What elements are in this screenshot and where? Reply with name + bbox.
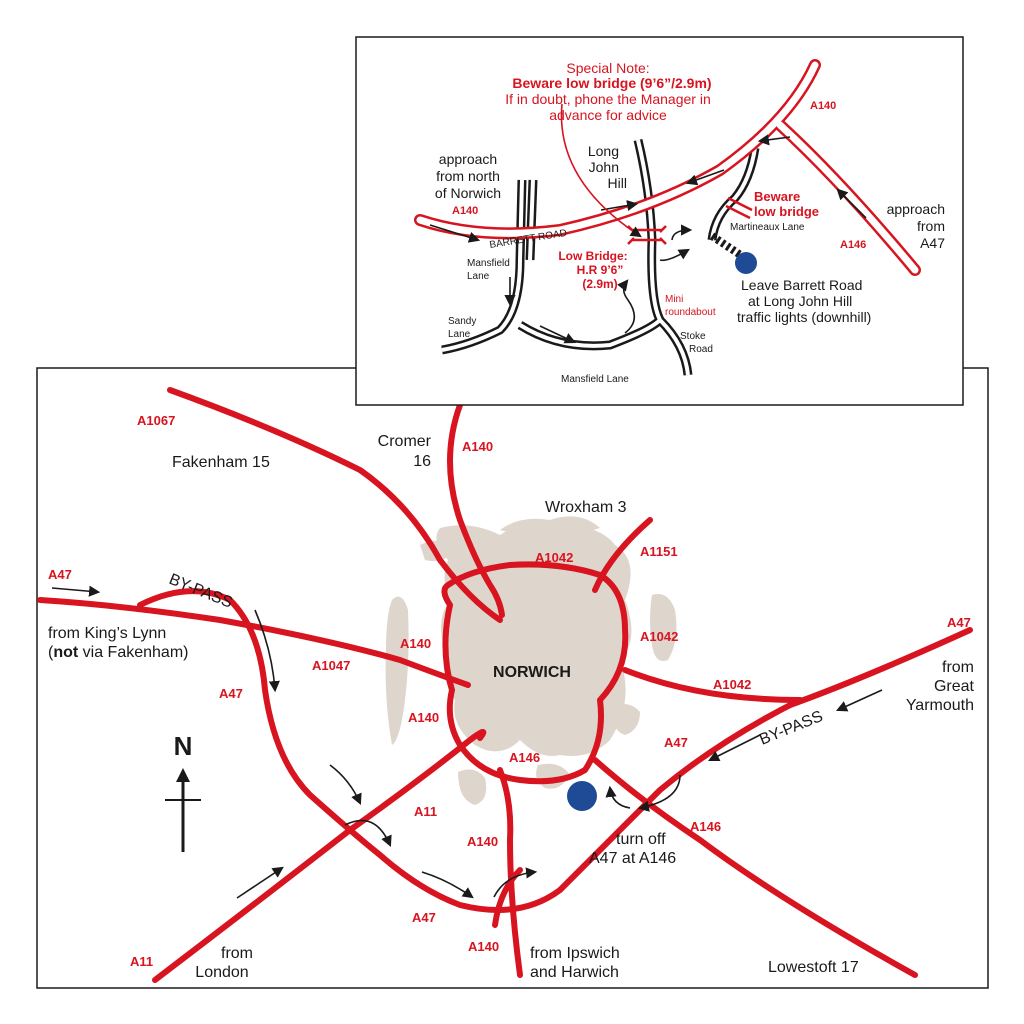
inset-red-labels: Special Note: Beware low bridge (9’6”/2.… (452, 60, 866, 318)
turn-off-label-2: A47 at A146 (589, 850, 676, 867)
road-a1042-east (622, 667, 803, 703)
road-label-a140-south: A140 (467, 834, 498, 849)
kings-lynn-label-2: (not via Fakenham) (48, 644, 188, 661)
special-note-line-3: If in doubt, phone the Manager in (505, 91, 710, 107)
leave-note-line-3: traffic lights (downhill) (737, 309, 871, 325)
road-label-a47-south: A47 (412, 910, 436, 925)
inset-direction-arrows (429, 103, 867, 344)
road-a1047 (37, 597, 471, 688)
ipswich-label-2: and Harwich (530, 964, 619, 981)
road-a1151 (592, 517, 653, 593)
beware-bridge-line-1: Beware (754, 189, 800, 204)
yarmouth-label-3: Yarmouth (906, 697, 974, 714)
road-label-a1067: A1067 (137, 413, 175, 428)
road-a47-east (787, 627, 973, 708)
turn-off-label-1: turn off (616, 831, 666, 848)
road-label-a1042-southeast: A1042 (713, 677, 751, 692)
ipswich-label-1: from Ipswich (530, 945, 620, 962)
cromer-label: Cromer (378, 433, 432, 450)
road-label-a1047: A1047 (312, 658, 350, 673)
approach-a47-line-3: A47 (920, 235, 945, 251)
road-label-a47-east: A47 (947, 615, 971, 630)
north-arrow: N (165, 731, 201, 852)
mini-roundabout-2: roundabout (665, 307, 716, 318)
inset-road-label-a140-northeast: A140 (810, 100, 836, 112)
mansfield-lane-bottom: Mansfield Lane (561, 374, 629, 385)
north-label: N (174, 731, 193, 761)
road-a140-north (447, 402, 505, 618)
yarmouth-label-1: from (942, 659, 974, 676)
road-a47-junction (492, 867, 523, 928)
sandy-lane-2: Lane (448, 329, 471, 340)
wroxham-label: Wroxham 3 (545, 499, 627, 516)
bypass-west (137, 588, 803, 913)
main-road-labels: A1067 A140 A47 A1047 A47 A140 A140 A1042… (48, 413, 971, 969)
special-note-line-2: Beware low bridge (9’6”/2.9m) (512, 75, 711, 91)
special-note-line-1: Special Note: (566, 60, 649, 76)
long-john-hill-line-1: Long (588, 143, 619, 159)
main-roads (37, 387, 973, 983)
road-label-a1042-east: A1042 (640, 629, 678, 644)
mansfield-lane-vertical-2: Lane (467, 271, 490, 282)
inset-road-label-a146: A146 (840, 239, 866, 251)
approach-a47-line-2: from (917, 218, 945, 234)
road-label-a47-west: A47 (48, 567, 72, 582)
stoke-road-2: Road (689, 344, 713, 355)
fakenham-label: Fakenham 15 (172, 454, 270, 471)
sandy-lane-1: Sandy (448, 316, 476, 327)
long-john-hill-line-2: John (589, 159, 619, 175)
road-label-a1151: A1151 (640, 544, 678, 559)
kings-lynn-label-1: from King’s Lynn (48, 625, 166, 642)
lowestoft-label: Lowestoft 17 (768, 959, 859, 976)
inset-local-roads (441, 138, 760, 376)
inset-road-label-a140-west: A140 (452, 205, 478, 217)
london-label-1: from (221, 945, 253, 962)
beware-bridge-line-2: low bridge (754, 204, 819, 219)
inset-main-roads (414, 59, 921, 276)
inset-destination-marker (735, 252, 757, 274)
approach-north-line-3: of Norwich (435, 185, 501, 201)
low-bridge-line-1: Low Bridge: (558, 249, 627, 263)
norwich-ring-road (441, 561, 629, 785)
long-john-hill-line-3: Hill (608, 175, 627, 191)
road-label-a47-southeast: A47 (664, 735, 688, 750)
road-a11 (152, 729, 487, 983)
approach-a47-line-1: approach (887, 201, 945, 217)
road-label-a146-centre: A146 (509, 750, 540, 765)
inset-labels: approach from north of Norwich approach … (435, 143, 945, 325)
stoke-road-1: Stoke (680, 331, 706, 342)
road-a146 (592, 757, 918, 978)
road-label-a11-centre: A11 (414, 804, 437, 819)
special-note-line-4: advance for advice (549, 107, 667, 123)
road-label-a1042-north: A1042 (535, 550, 573, 565)
leave-note-line-2: at Long John Hill (748, 293, 852, 309)
low-bridge-line-2: H.R 9’6” (577, 263, 624, 277)
road-label-a140-ring-west: A140 (400, 636, 431, 651)
road-a1067 (167, 387, 503, 623)
road-a140-south (497, 767, 523, 978)
road-label-a140-ring-southwest: A140 (408, 710, 439, 725)
road-label-a47-southwest: A47 (219, 686, 243, 701)
destination-marker (567, 781, 597, 811)
road-label-a140-far-south: A140 (468, 939, 499, 954)
approach-north-line-1: approach (439, 151, 497, 167)
mansfield-lane-vertical-1: Mansfield (467, 258, 510, 269)
martineaux-lane-label: Martineaux Lane (730, 222, 805, 233)
norwich-label: NORWICH (493, 664, 571, 681)
road-label-a146-southeast: A146 (690, 819, 721, 834)
cromer-distance: 16 (413, 453, 431, 470)
approach-north-line-2: from north (436, 168, 500, 184)
direction-arrows (51, 585, 883, 899)
london-label-2: London (195, 964, 248, 981)
road-label-a140-north: A140 (462, 439, 493, 454)
yarmouth-label-2: Great (934, 678, 975, 695)
low-bridge-line-3: (2.9m) (582, 277, 617, 291)
road-label-a11-southwest: A11 (130, 954, 153, 969)
leave-note-line-1: Leave Barrett Road (741, 277, 862, 293)
mini-roundabout-1: Mini (665, 294, 683, 305)
